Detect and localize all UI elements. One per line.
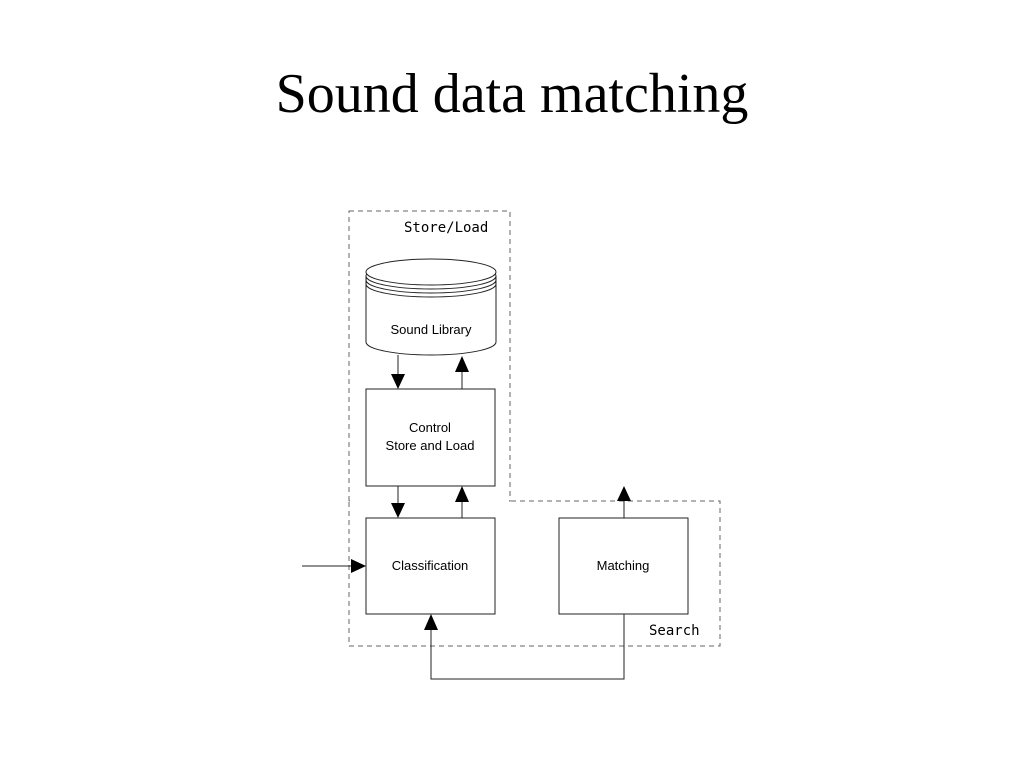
feedback-loop-arrowhead bbox=[424, 614, 438, 630]
control-store-load-box bbox=[365, 388, 496, 487]
search-label: Search bbox=[649, 623, 700, 639]
matching-label: Matching bbox=[597, 558, 650, 573]
control-label-line2: Store and Load bbox=[386, 438, 475, 453]
store-load-label: Store/Load bbox=[404, 220, 488, 236]
input-arrowhead bbox=[351, 559, 366, 573]
feedback-loop-line bbox=[430, 614, 625, 680]
control-to-classification-arrowhead bbox=[391, 503, 405, 518]
control-label-line1: Control bbox=[409, 420, 451, 435]
search-group bbox=[348, 500, 721, 647]
control-to-library-arrowhead bbox=[455, 356, 469, 372]
sound-library-label: Sound Library bbox=[391, 322, 472, 337]
slide-title: Sound data matching bbox=[275, 63, 749, 125]
sound-library-cylinder bbox=[365, 258, 497, 356]
classification-to-control-arrowhead bbox=[455, 486, 469, 502]
library-to-control-arrowhead bbox=[391, 374, 405, 389]
classification-label: Classification bbox=[392, 558, 469, 573]
matching-box bbox=[558, 517, 689, 615]
matching-output-arrowhead bbox=[617, 486, 631, 501]
